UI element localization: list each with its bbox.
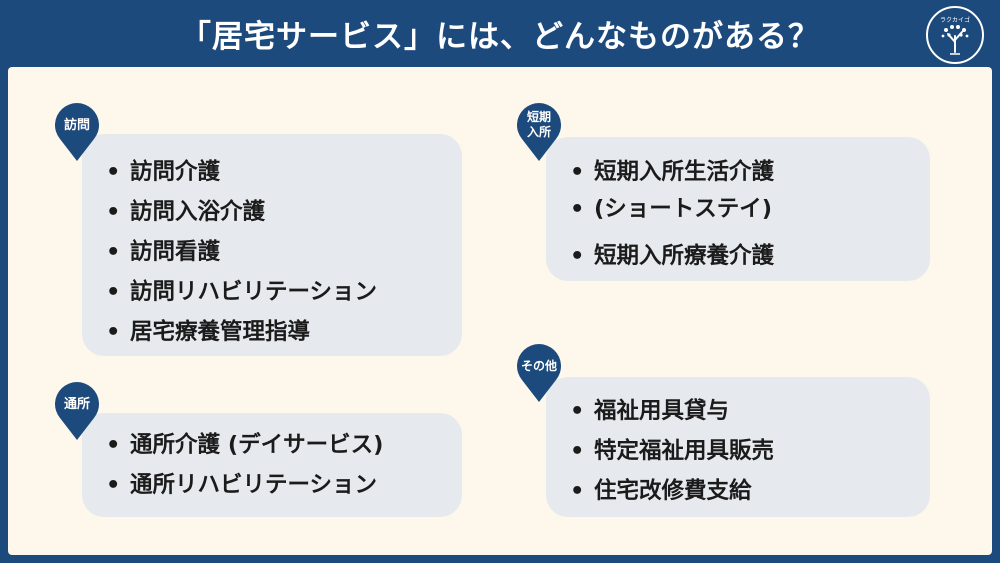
list-item: 訪問リハビリテーション	[106, 272, 462, 312]
card-visit: 訪問介護 訪問入浴介護 訪問看護 訪問リハビリテーション 居宅療養管理指導	[82, 134, 462, 356]
list-other: 福祉用具貸与 特定福祉用具販売 住宅改修費支給	[546, 377, 930, 511]
map-pin-icon	[55, 103, 99, 161]
list-item: 通所介護 (デイサービス)	[106, 425, 462, 465]
logo-text: ラクカイゴ	[940, 16, 970, 24]
card-other: 福祉用具貸与 特定福祉用具販売 住宅改修費支給	[546, 377, 930, 517]
list-item: 通所リハビリテーション	[106, 465, 462, 505]
logo: ラクカイゴ	[926, 6, 984, 64]
pin-short-stay: 短期 入所	[516, 102, 562, 161]
list-item: 福祉用具貸与	[570, 391, 930, 431]
pin-visit: 訪問	[54, 102, 100, 161]
list-item: 住宅改修費支給	[570, 471, 930, 511]
content-panel: 訪問介護 訪問入浴介護 訪問看護 訪問リハビリテーション 居宅療養管理指導 訪問…	[8, 67, 992, 555]
list-visit: 訪問介護 訪問入浴介護 訪問看護 訪問リハビリテーション 居宅療養管理指導	[82, 134, 462, 352]
list-day-service: 通所介護 (デイサービス) 通所リハビリテーション	[82, 413, 462, 505]
card-short-stay: 短期入所生活介護 (ショートステイ) 短期入所療養介護	[546, 137, 930, 281]
map-pin-icon	[517, 344, 561, 402]
list-item: 短期入所療養介護	[570, 236, 930, 276]
list-item: 訪問介護	[106, 152, 462, 192]
list-short-stay: 短期入所生活介護 (ショートステイ) 短期入所療養介護	[546, 137, 930, 276]
pin-label: 短期 入所	[526, 110, 551, 139]
list-item: 特定福祉用具販売	[570, 431, 930, 471]
tree-icon: ラクカイゴ	[940, 16, 970, 55]
list-item: 訪問入浴介護	[106, 192, 462, 232]
page-title: 「居宅サービス」には、どんなものがある？	[180, 18, 820, 55]
pin-label: 訪問	[63, 117, 90, 133]
pin-day-service: 通所	[54, 381, 100, 440]
map-pin-icon	[517, 103, 561, 161]
map-pin-icon	[55, 382, 99, 440]
list-item: 短期入所生活介護	[570, 152, 930, 192]
pin-other: その他	[516, 343, 562, 402]
list-item: (ショートステイ)	[570, 192, 930, 226]
card-day-service: 通所介護 (デイサービス) 通所リハビリテーション	[82, 413, 462, 517]
list-item: 訪問看護	[106, 232, 462, 272]
list-item: 居宅療養管理指導	[106, 312, 462, 352]
pin-label: その他	[520, 358, 557, 373]
pin-label: 通所	[63, 396, 90, 412]
